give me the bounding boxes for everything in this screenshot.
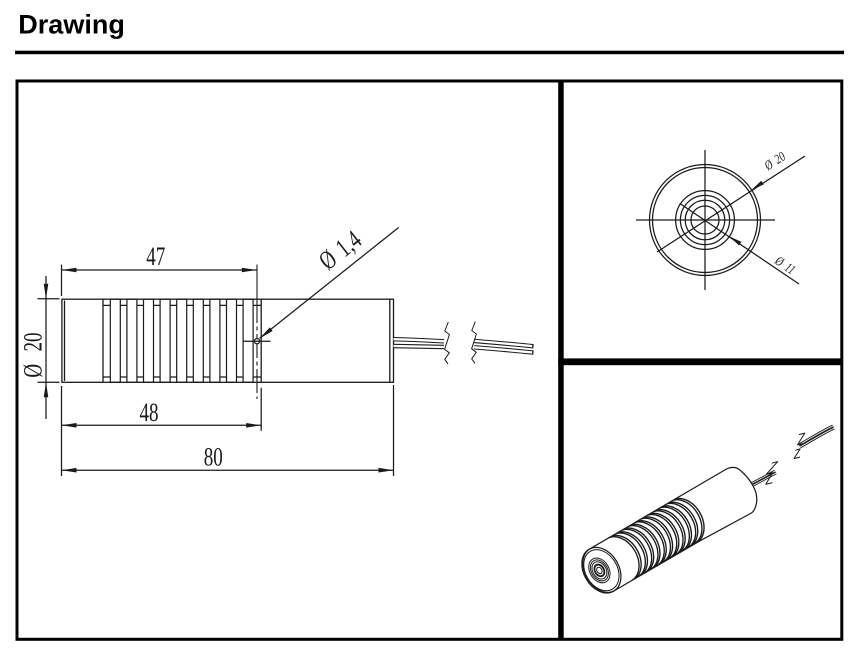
svg-text:48: 48 — [139, 397, 158, 427]
svg-text:Ø 1,4: Ø 1,4 — [313, 224, 367, 275]
svg-text:Ø 20: Ø 20 — [17, 332, 47, 377]
svg-text:Ø 11: Ø 11 — [771, 252, 798, 277]
svg-text:Drawing: Drawing — [18, 10, 125, 40]
svg-text:80: 80 — [204, 442, 223, 472]
svg-text:47: 47 — [146, 241, 165, 271]
